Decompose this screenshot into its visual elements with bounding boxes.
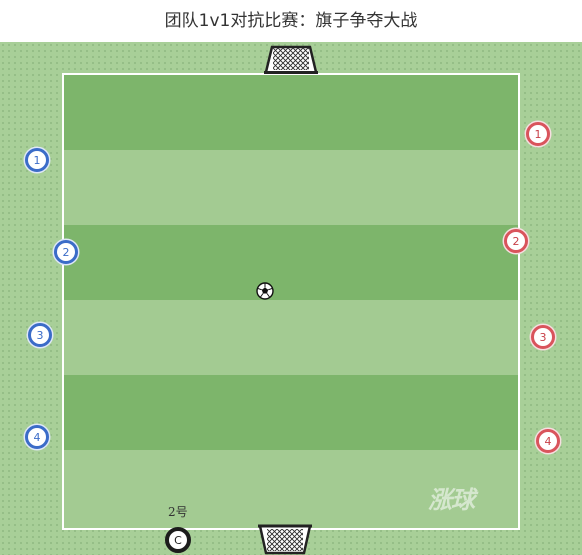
red-player-4: 4 — [536, 429, 560, 453]
watermark-logo: 涨球 — [428, 486, 475, 514]
top-goal-net-icon — [264, 45, 318, 74]
coach-marker: C — [165, 527, 191, 553]
blue-player-1: 1 — [25, 148, 49, 172]
bottom-goal-net-icon — [258, 524, 312, 555]
red-player-2: 2 — [504, 229, 528, 253]
pitch — [62, 73, 520, 530]
red-player-1: 1 — [526, 122, 550, 146]
blue-player-2: 2 — [54, 240, 78, 264]
diagram-title: 团队1v1对抗比赛：旗子争夺大战 — [164, 11, 418, 31]
red-player-3: 3 — [531, 325, 555, 349]
blue-player-3: 3 — [28, 323, 52, 347]
blue-player-4: 4 — [25, 425, 49, 449]
soccer-ball-icon — [256, 282, 274, 300]
coach-label: 2号 — [168, 505, 188, 519]
